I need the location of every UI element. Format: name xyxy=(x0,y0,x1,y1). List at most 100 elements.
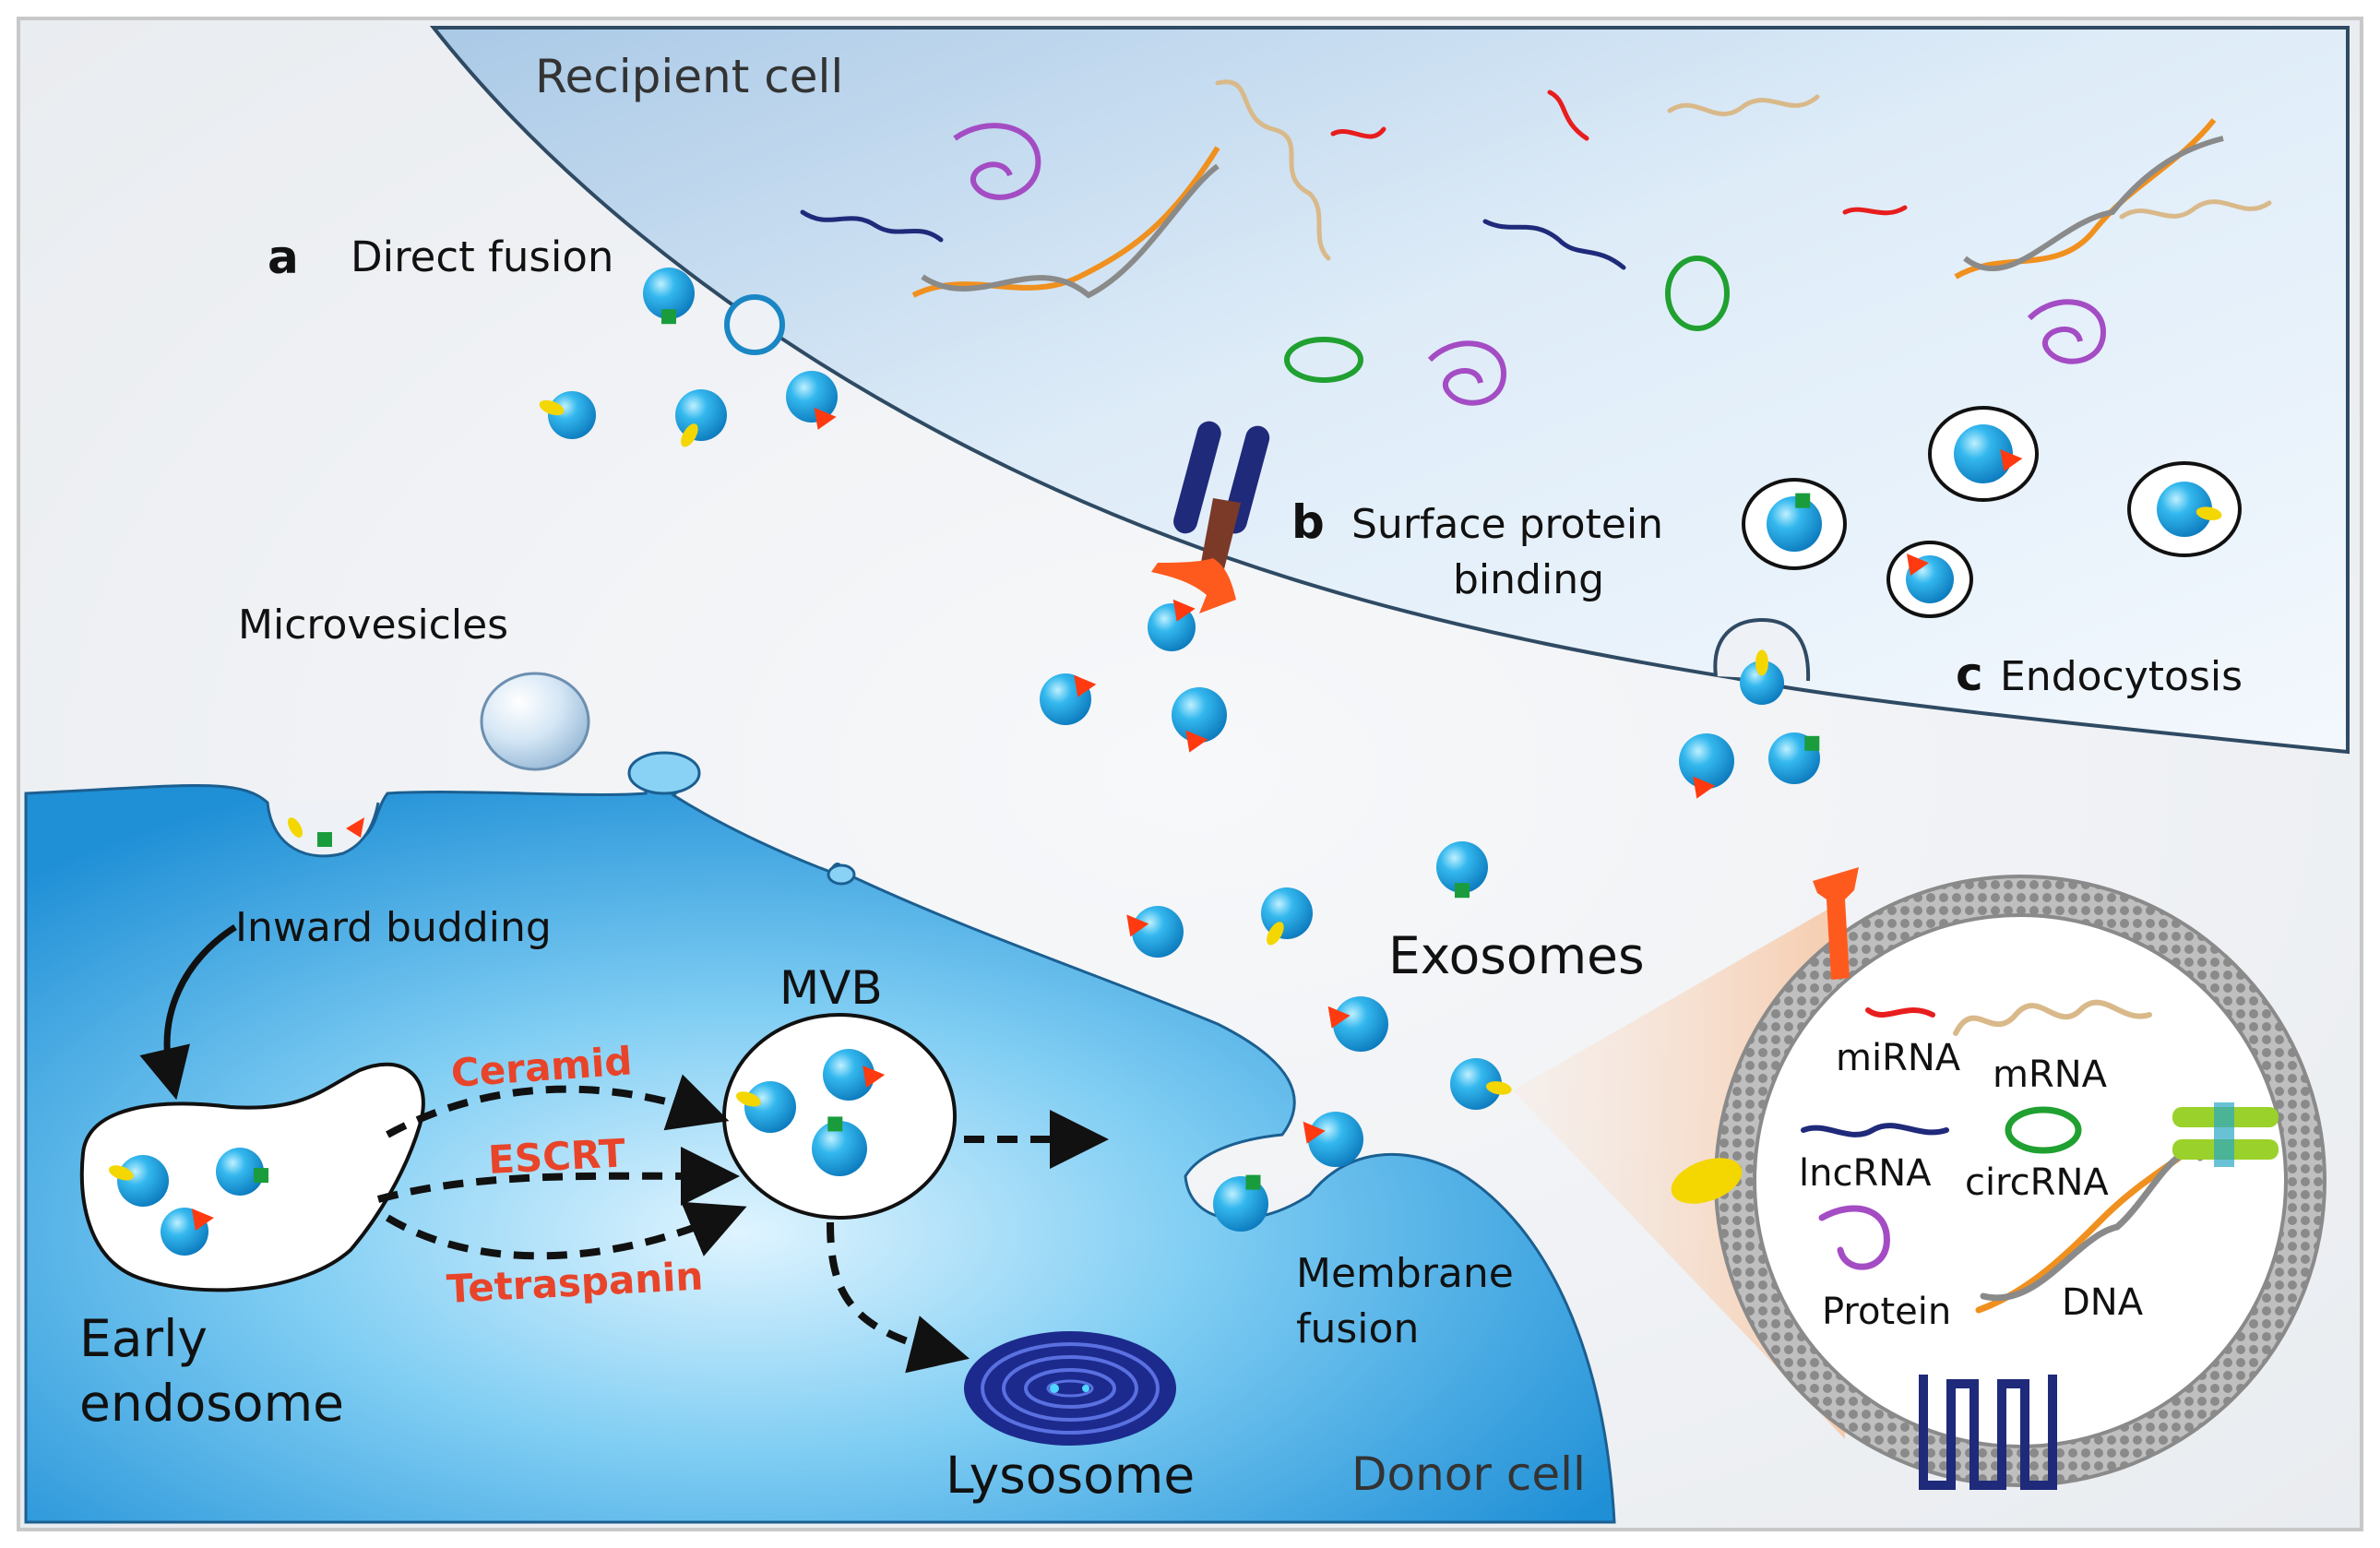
budding-marker xyxy=(346,817,364,838)
donor-cell-label: Donor cell xyxy=(1351,1447,1586,1501)
zoom-membrane-proteins xyxy=(1671,867,2279,1490)
lysosome xyxy=(964,1331,1176,1446)
vesicle-marker xyxy=(254,1168,269,1184)
exosome-vesicle xyxy=(2157,482,2222,537)
vesicle-marker xyxy=(661,309,676,325)
vesicle-marker xyxy=(1693,776,1716,799)
exosome-vesicle xyxy=(643,268,695,325)
vesicle-marker xyxy=(681,423,698,447)
circrna-label: circRNA xyxy=(1965,1161,2109,1204)
lncrna-label: lncRNA xyxy=(1799,1152,1932,1195)
dashed-arrow-tetraspanin xyxy=(385,1201,747,1260)
vesicle-marker xyxy=(1485,1081,1512,1095)
recipient-cell-label: Recipient cell xyxy=(535,50,843,103)
exosome-vesicle xyxy=(161,1208,214,1256)
exosome-vesicle xyxy=(1740,649,1784,705)
vesicle-marker xyxy=(1172,599,1196,622)
lysosome-label: Lysosome xyxy=(946,1446,1195,1505)
endocytosis-label: Endocytosis xyxy=(2000,653,2243,700)
exosome-vesicle xyxy=(786,371,838,430)
vesicle-marker xyxy=(1074,674,1097,697)
budding-marker xyxy=(317,832,332,847)
exosome-vesicle xyxy=(1436,841,1488,899)
microvesicle xyxy=(480,672,590,771)
vesicle-marker xyxy=(1804,735,1820,751)
vesicle-marker xyxy=(735,1091,761,1107)
vesicle-marker xyxy=(1906,554,1929,577)
vesicle-marker xyxy=(1245,1174,1261,1190)
vesicle-marker xyxy=(1455,883,1470,899)
exosome-vesicle xyxy=(1040,673,1097,725)
exosome-vesicle xyxy=(1954,424,2023,483)
protein-label: Protein xyxy=(1822,1291,1951,1333)
label-c: c xyxy=(1956,648,1983,701)
exosome-vesicle xyxy=(216,1148,269,1196)
exosome-vesicle xyxy=(675,389,727,447)
exosome-vesicle xyxy=(1450,1058,1512,1110)
dna-label: DNA xyxy=(2062,1281,2144,1324)
exosome-vesicle xyxy=(1327,996,1388,1052)
vesicle-marker xyxy=(863,1066,886,1088)
dna-helix-icon xyxy=(911,118,2224,299)
dashed-arrow-ceramid xyxy=(386,1074,730,1138)
vesicle-marker xyxy=(1185,730,1208,753)
inward-budding-pocket xyxy=(266,802,380,858)
surface-protein-label: Surface protein xyxy=(1351,501,1663,548)
endosome-label: endosome xyxy=(79,1374,344,1433)
membrane-label: Membrane xyxy=(1296,1250,1514,1297)
exosome-vesicle xyxy=(108,1155,169,1207)
exosome-vesicle xyxy=(1906,554,1954,603)
exosome-vesicle xyxy=(1767,493,1822,552)
exosome-vesicles xyxy=(108,268,2222,1256)
exosome-vesicle xyxy=(735,1081,796,1133)
exosomes-label: Exosomes xyxy=(1388,926,1645,985)
vesicle-marker xyxy=(827,1116,843,1132)
label-b: b xyxy=(1291,495,1325,549)
exosome-vesicle xyxy=(1172,687,1227,753)
early-label: Early xyxy=(79,1309,208,1368)
direct-fusion-label: Direct fusion xyxy=(351,232,613,281)
protein-icon xyxy=(953,123,2107,406)
binding-label: binding xyxy=(1453,556,1604,603)
budding-bulge-small xyxy=(827,863,856,886)
dashed-arrow-to-lysosome xyxy=(827,1221,970,1374)
vesicle-marker xyxy=(1755,649,1768,676)
microvesicles-label: Microvesicles xyxy=(238,601,508,649)
exosome-vesicle xyxy=(1679,733,1734,799)
vesicle-marker xyxy=(814,407,837,430)
exosome-vesicle xyxy=(1303,1112,1363,1167)
vesicle-marker xyxy=(2000,449,2023,472)
exosome-vesicle xyxy=(1768,732,1820,784)
inward-budding-label: Inward budding xyxy=(235,904,552,951)
exosome-vesicle xyxy=(812,1116,867,1176)
vesicle-marker xyxy=(1327,1006,1351,1029)
escrt-label: ESCRT xyxy=(487,1130,627,1183)
budding-marker xyxy=(288,817,303,838)
vesicle-marker xyxy=(1795,493,1811,508)
fusion-pore xyxy=(724,294,785,355)
exosome-vesicle xyxy=(823,1049,886,1101)
vesicle-marker xyxy=(2196,506,2222,520)
vesicle-marker xyxy=(1267,922,1284,946)
vesicle-marker xyxy=(1126,914,1149,937)
cargo-decorations xyxy=(800,79,2272,383)
fusion-label: fusion xyxy=(1296,1305,1419,1352)
mrna-label: mRNA xyxy=(1993,1054,2108,1096)
exosome-vesicle xyxy=(1213,1174,1268,1232)
budding-bulge xyxy=(627,751,701,795)
mvb-label: MVB xyxy=(779,961,883,1015)
exosome-vesicle xyxy=(1126,906,1184,958)
vesicle-marker xyxy=(1303,1121,1326,1144)
surface-receptor xyxy=(1151,421,1270,613)
zoom-cargo xyxy=(1801,999,2204,1314)
vesicle-marker xyxy=(191,1208,214,1231)
vesicle-marker xyxy=(108,1165,134,1181)
exosome-zoom xyxy=(1714,875,2326,1487)
mirna-label: miRNA xyxy=(1836,1037,1961,1079)
curved-arrow-icon xyxy=(139,924,237,1101)
exosome-vesicle xyxy=(1148,599,1196,651)
exosome-vesicle xyxy=(1261,887,1313,946)
label-a: a xyxy=(268,231,299,284)
